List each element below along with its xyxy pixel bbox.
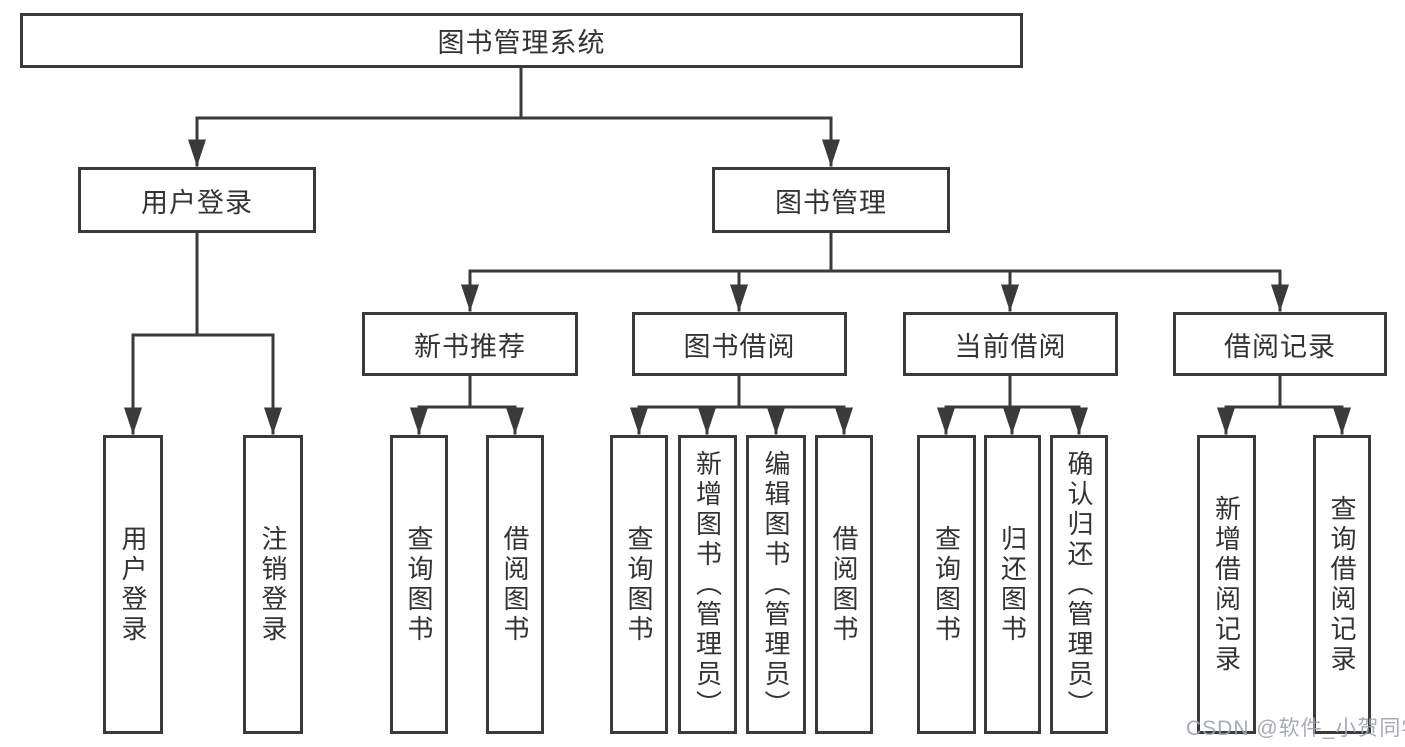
node-label: 新增借阅记录 (1211, 494, 1242, 675)
node-current-borrowing: 当前借阅 (903, 312, 1118, 376)
node-leaf-user-login: 用户登录 (103, 435, 163, 734)
node-label: 归还图书 (997, 524, 1028, 645)
node-leaf-query-books-current: 查询图书 (917, 435, 976, 734)
node-leaf-add-borrow-record: 新增借阅记录 (1197, 435, 1256, 734)
node-label: 编辑图书（管理员） (761, 449, 791, 720)
node-library-management-system: 图书管理系统 (20, 13, 1023, 68)
node-label: 图书管理 (775, 187, 887, 218)
node-user-login-branch: 用户登录 (78, 167, 316, 233)
node-label: 借阅图书 (500, 524, 530, 645)
node-label: 图书管理系统 (437, 28, 606, 58)
node-book-management: 图书管理 (712, 167, 950, 233)
node-leaf-add-books-admin: 新增图书（管理员） (678, 435, 737, 734)
node-leaf-query-books-recommend: 查询图书 (390, 435, 448, 734)
node-leaf-borrow-books-recommend: 借阅图书 (486, 435, 544, 734)
node-book-borrowing: 图书借阅 (632, 312, 847, 376)
node-label: 查询图书 (931, 524, 962, 645)
node-leaf-confirm-return-admin: 确认归还（管理员） (1050, 435, 1108, 734)
node-new-book-recommendation: 新书推荐 (362, 312, 578, 376)
node-label: 用户登录 (141, 187, 253, 218)
node-label: 借阅记录 (1224, 331, 1336, 362)
node-label: 借阅图书 (829, 524, 859, 645)
node-leaf-edit-books-admin: 编辑图书（管理员） (746, 435, 806, 734)
node-label: 查询借阅记录 (1327, 494, 1357, 675)
node-label: 新增图书（管理员） (692, 449, 723, 720)
node-label: 当前借阅 (954, 331, 1067, 362)
node-leaf-borrow-books: 借阅图书 (815, 435, 873, 734)
node-label: 查询图书 (404, 524, 434, 645)
node-label: 用户登录 (118, 524, 148, 645)
node-leaf-return-books: 归还图书 (984, 435, 1041, 734)
node-label: 查询图书 (624, 524, 654, 645)
node-leaf-query-books-borrowing: 查询图书 (610, 435, 668, 734)
node-borrowing-records: 借阅记录 (1173, 312, 1387, 376)
node-label: 确认归还（管理员） (1064, 449, 1094, 720)
node-label: 新书推荐 (414, 331, 526, 362)
node-leaf-logout: 注销登录 (243, 435, 303, 734)
node-label: 注销登录 (258, 524, 288, 645)
node-leaf-query-borrow-record: 查询借阅记录 (1313, 435, 1371, 734)
node-label: 图书借阅 (683, 331, 796, 362)
csdn-watermark: CSDN @软件_小贺同学 (1186, 717, 1405, 740)
